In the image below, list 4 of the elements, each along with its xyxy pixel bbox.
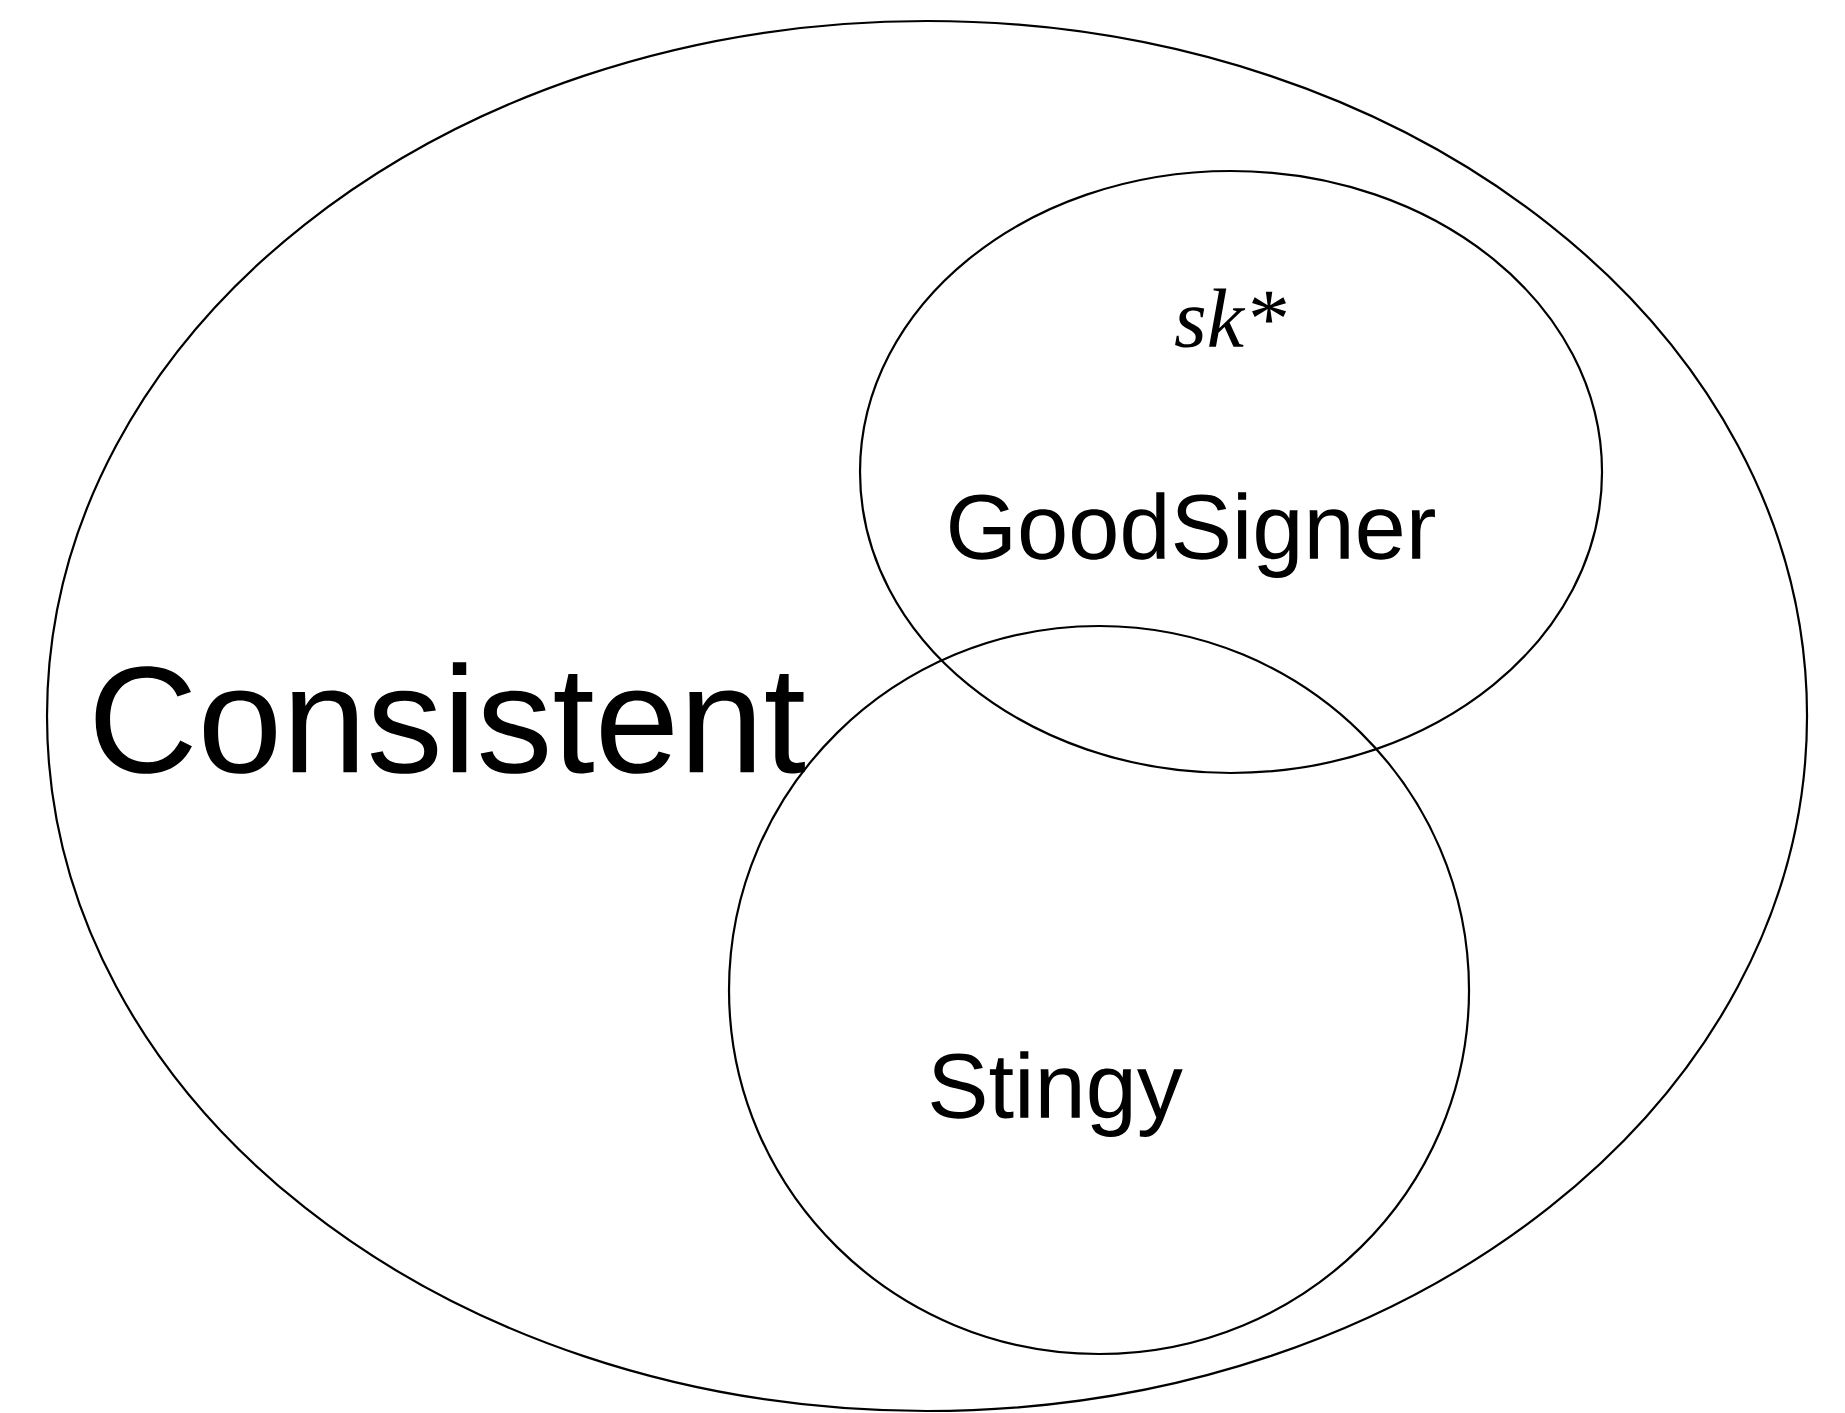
set-label: Stingy [931,1051,1183,1137]
set-label: Consistent [95,662,805,774]
formula-label: sk* [1175,288,1286,348]
set-label: GoodSigner [950,492,1435,578]
